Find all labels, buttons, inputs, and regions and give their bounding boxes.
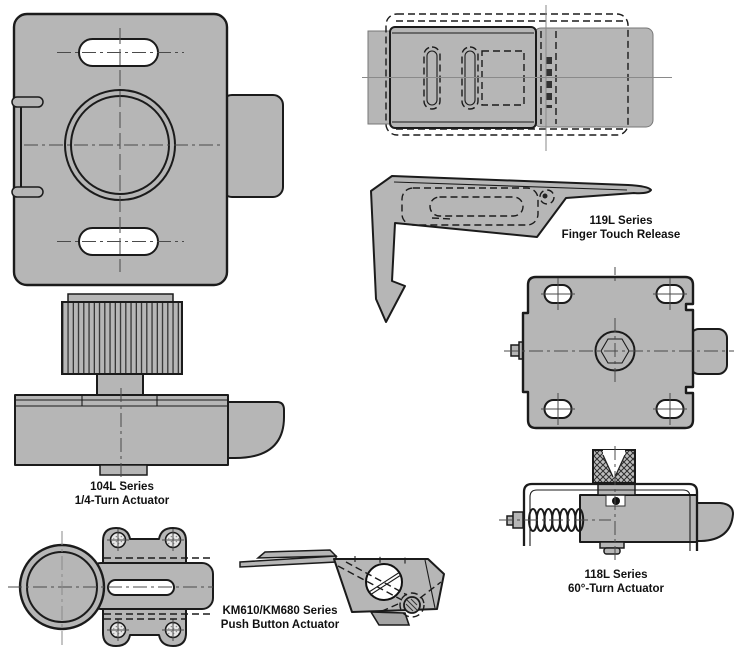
label-104l-line2: 1/4-Turn Actuator <box>74 494 170 507</box>
label-km-line2: Push Button Actuator <box>220 618 340 631</box>
drawing-119l-top-view <box>362 5 672 151</box>
label-119l-line1: 119L Series <box>589 215 653 227</box>
drawing-118l-side-view <box>499 446 734 562</box>
drawing-km-push-button-actuator <box>239 549 445 626</box>
label-118l-line1: 118L Series <box>584 569 648 581</box>
drawing-104l-side-view-knob <box>14 293 285 483</box>
label-km-line1: KM610/KM680 Series <box>222 605 338 617</box>
drawing-119l-side-view <box>370 175 652 323</box>
label-104l-series: 104L Series 1/4-Turn Actuator <box>75 481 170 508</box>
drawing-104l-front-view <box>11 12 284 287</box>
drawing-km-knob-top-view <box>8 527 214 649</box>
label-119l-series: 119L Series Finger Touch Release <box>562 215 681 242</box>
label-km-series: KM610/KM680 Series Push Button Actuator <box>221 605 339 632</box>
label-118l-series: 118L Series 60°-Turn Actuator <box>568 569 664 596</box>
label-118l-line2: 60°-Turn Actuator <box>568 582 664 595</box>
drawing-118l-back-view-plate <box>504 267 734 430</box>
label-119l-line2: Finger Touch Release <box>561 228 681 241</box>
label-104l-line1: 104L Series <box>90 481 154 493</box>
